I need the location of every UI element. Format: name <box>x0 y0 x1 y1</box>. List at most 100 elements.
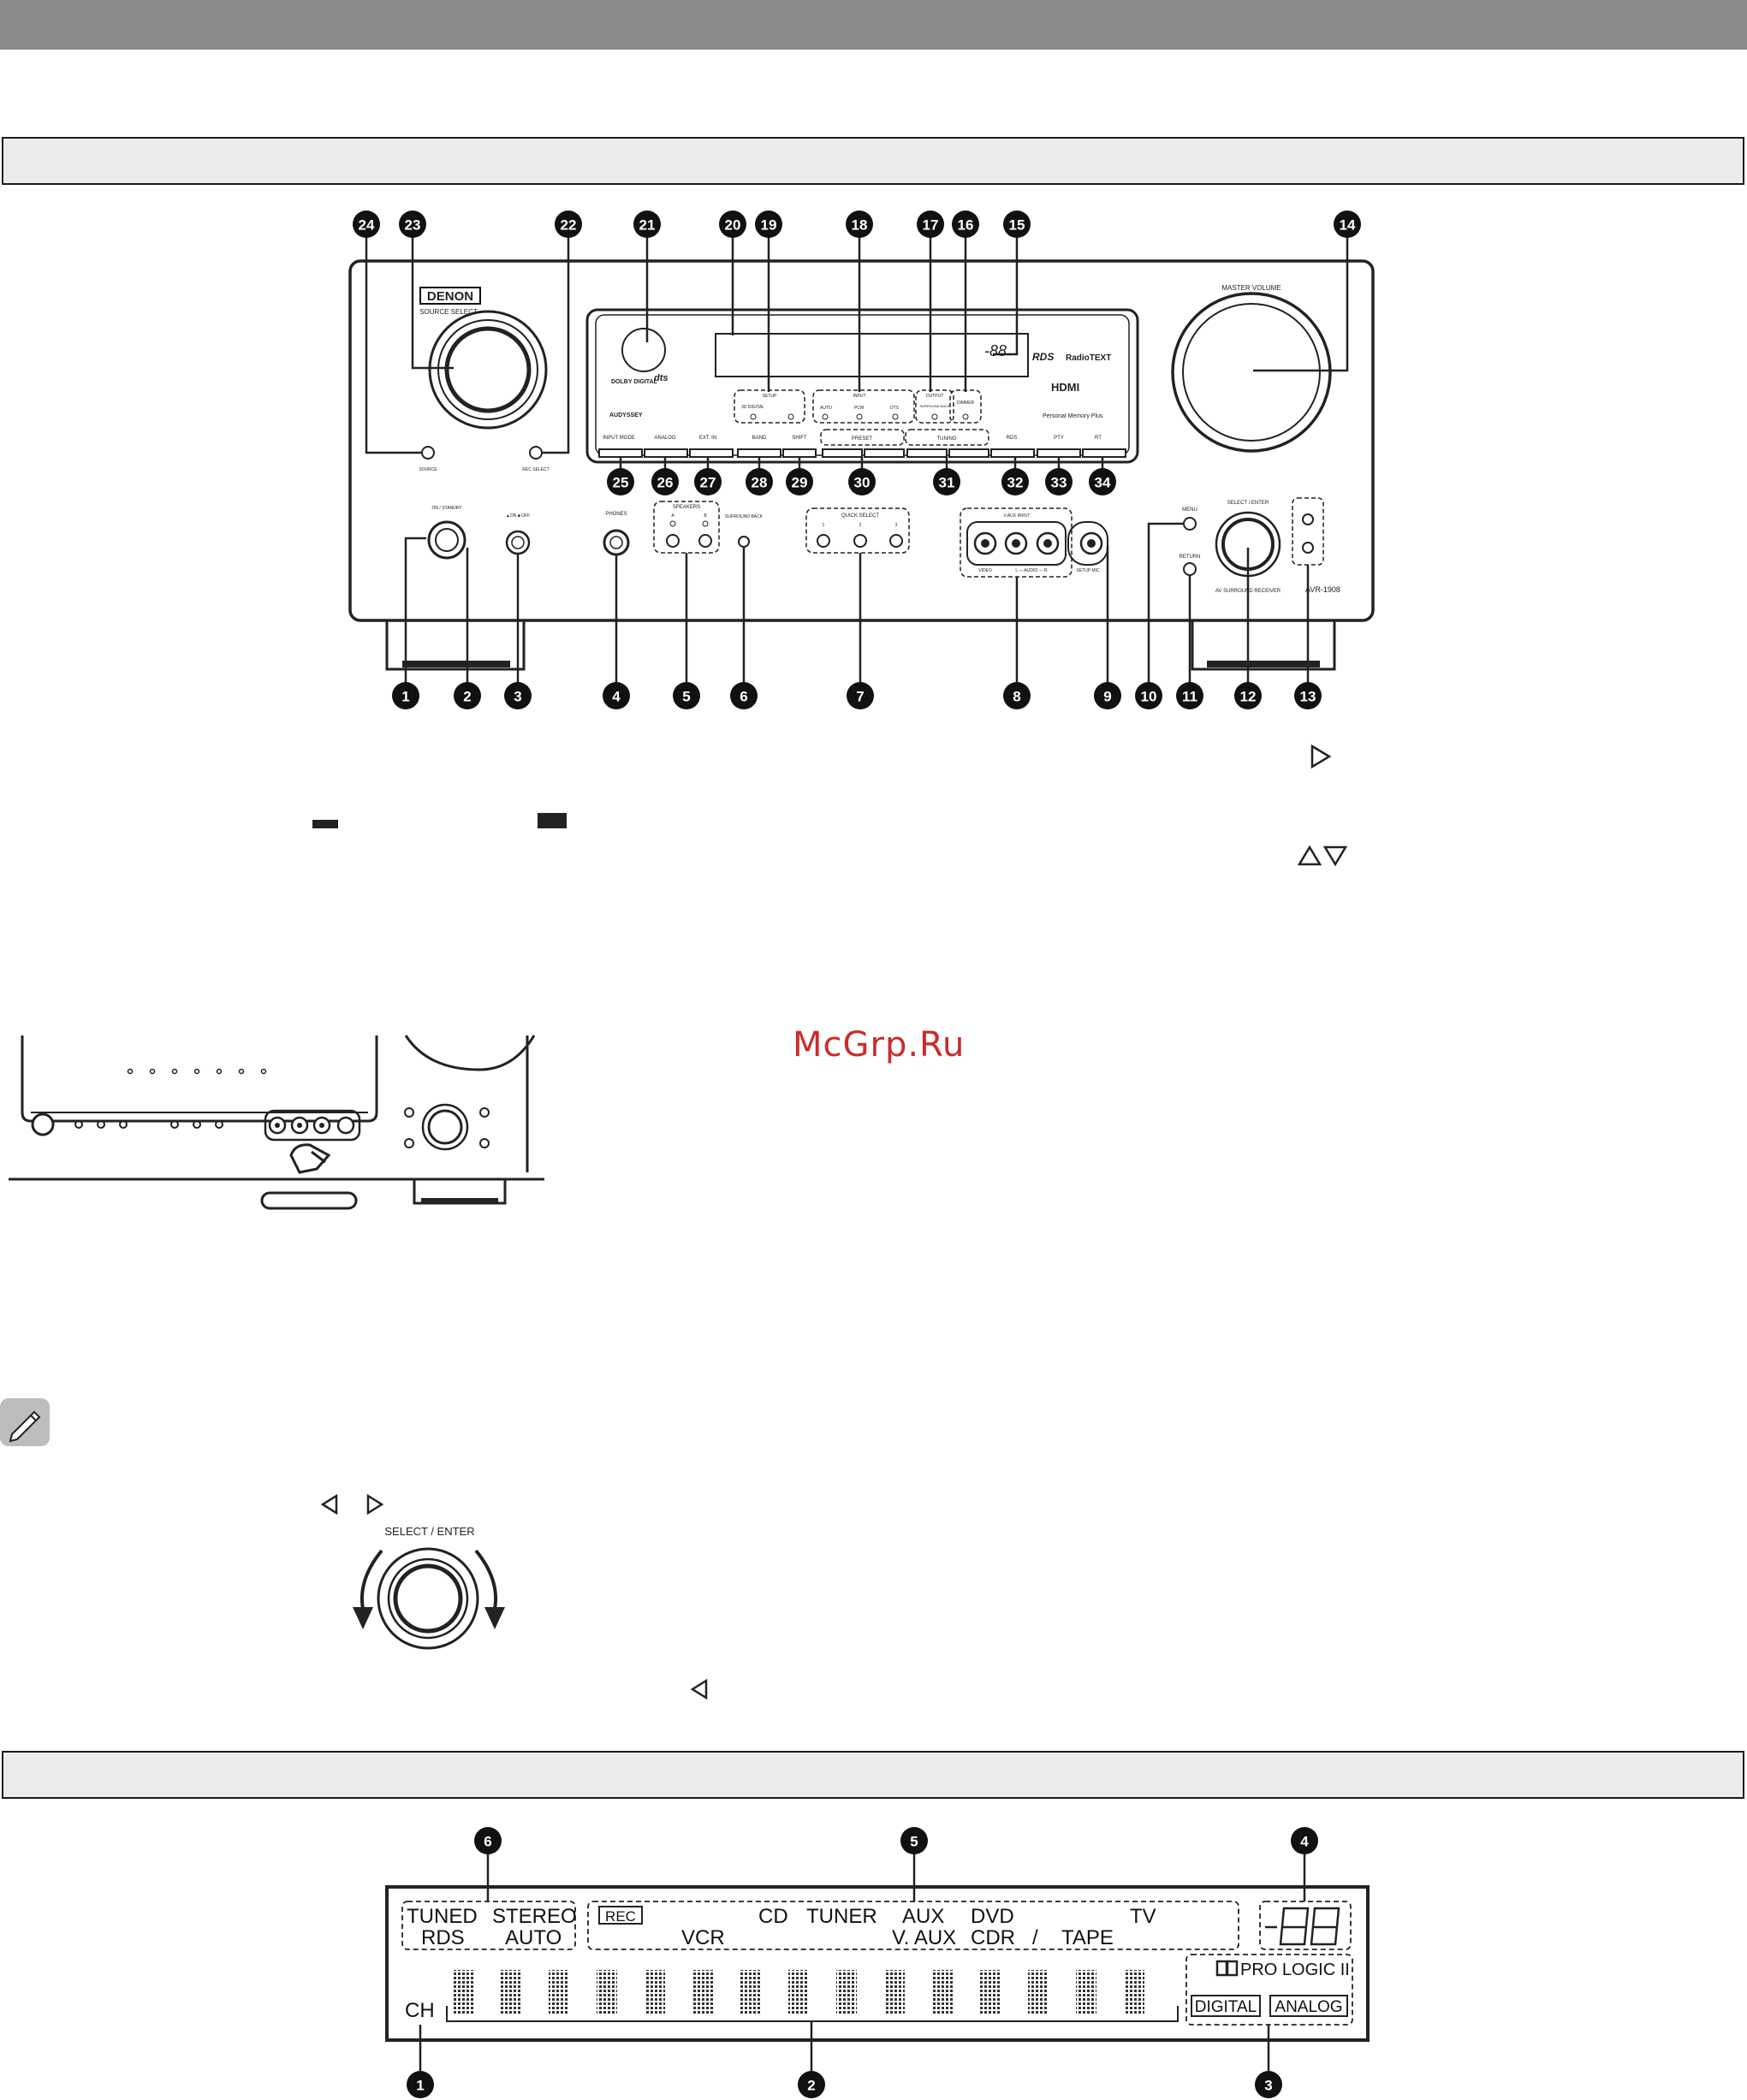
input-mode-button[interactable] <box>598 448 643 458</box>
v-aux-audio-r-jack[interactable] <box>1043 539 1052 548</box>
ext-in-button[interactable] <box>689 448 734 458</box>
quick-select-1-label: 1 <box>823 523 825 528</box>
callout-26: 26 <box>657 475 674 491</box>
watermark: McGrp.Ru <box>793 1025 966 1065</box>
select-enter-diagram-label: SELECT / ENTER <box>384 1525 474 1538</box>
input-group-label: INPUT <box>853 394 866 399</box>
audyssey-logo: AUDYSSEY <box>609 412 643 418</box>
rec-select-button[interactable] <box>529 446 543 460</box>
tuning-up-button[interactable] <box>948 448 989 458</box>
callout-2: 2 <box>463 689 471 705</box>
callout-18: 18 <box>852 217 868 234</box>
phones-jack[interactable] <box>609 536 623 549</box>
analog-button[interactable] <box>644 448 688 458</box>
tuning-down-button[interactable] <box>906 448 948 458</box>
callout-14: 14 <box>1340 217 1356 234</box>
callout-31: 31 <box>939 475 955 491</box>
dolby-logo: DOLBY DIGITAL <box>611 379 658 385</box>
band-button[interactable] <box>737 448 781 458</box>
model-label: AVR-1908 <box>1305 585 1340 594</box>
volume-digits <box>1265 1907 1340 1946</box>
rds-button-label: RDS <box>1007 436 1018 441</box>
source-label: SOURCE <box>419 467 437 472</box>
rds-logo: RDS <box>1032 351 1054 363</box>
v-aux-input-label: V.AUX INPUT <box>1004 513 1031 519</box>
aux-indicator: AUX <box>902 1905 944 1928</box>
callout-3: 3 <box>514 689 521 705</box>
callout-24: 24 <box>359 217 375 234</box>
rec-select-label: REC SELECT <box>522 467 549 472</box>
callouts-row: 25 26 27 28 29 30 31 32 33 34 <box>607 468 1116 495</box>
cursor-up-button[interactable] <box>1302 513 1314 525</box>
quick-select-label: QUICK SELECT <box>841 513 879 519</box>
brand-logo: DENON <box>427 289 473 304</box>
callout-33: 33 <box>1051 475 1067 491</box>
digital-indicator: DIGITAL <box>1195 1998 1257 2016</box>
callout-27: 27 <box>700 475 716 491</box>
shift-button[interactable] <box>782 448 817 458</box>
cursor-left-symbol <box>320 1493 338 1516</box>
digital-3d-label: 3D DIGITAL <box>741 405 764 410</box>
dolby-double-d-icon <box>1215 1960 1239 1977</box>
quick-select-2-button[interactable] <box>853 534 867 548</box>
preset-up-button[interactable] <box>864 448 905 458</box>
rds-button[interactable] <box>990 448 1035 458</box>
fl-display <box>715 333 1029 377</box>
v-aux-video-jack[interactable] <box>981 539 989 548</box>
callout-32: 32 <box>1007 475 1024 491</box>
surround-back-label: SURROUND BACK <box>725 514 764 519</box>
slash-indicator: / <box>1032 1926 1038 1949</box>
pty-label: PTY <box>1054 436 1064 441</box>
rt-label: RT <box>1095 436 1102 441</box>
surround-back-button[interactable] <box>738 536 750 548</box>
analog-label: ANALOG <box>654 436 675 441</box>
radio-text-logo: RadioTEXT <box>1066 353 1111 363</box>
callout-16: 16 <box>958 217 974 234</box>
callout-7: 7 <box>856 689 864 705</box>
quick-select-3-button[interactable] <box>889 534 903 548</box>
callout-34: 34 <box>1095 475 1111 491</box>
power-switch-label: ▲ON ■ OFF <box>506 513 530 519</box>
master-volume-label: MASTER VOLUME <box>1221 284 1281 292</box>
cursor-down-button[interactable] <box>1302 542 1314 554</box>
band-label: BAND <box>752 436 767 441</box>
speakers-a-button[interactable] <box>666 534 680 548</box>
pcm-indicator-label: PCM <box>854 406 864 411</box>
setup-mic-jack[interactable] <box>1087 539 1096 548</box>
menu-button[interactable] <box>1183 517 1197 531</box>
callout-6: 6 <box>740 689 747 705</box>
button-pressed-symbol <box>538 813 567 828</box>
callout-11: 11 <box>1182 689 1197 705</box>
rec-indicator: REC <box>605 1908 636 1925</box>
phones-label: PHONES <box>605 512 627 517</box>
select-enter-diagram: SELECT / ENTER <box>353 1525 505 1650</box>
pty-button[interactable] <box>1037 448 1081 458</box>
rt-button[interactable] <box>1082 448 1126 458</box>
power-switch[interactable] <box>511 536 525 549</box>
select-enter-label: SELECT / ENTER <box>1227 501 1269 506</box>
speakers-b-button[interactable] <box>698 534 712 548</box>
setup-group-label: SETUP <box>763 394 777 399</box>
callout-10: 10 <box>1141 689 1157 705</box>
source-select-knob[interactable] <box>444 326 532 413</box>
tuning-label: TUNING <box>937 436 957 442</box>
display-callout-2: 2 <box>807 2078 815 2094</box>
return-label: RETURN <box>1180 555 1201 560</box>
callout-17: 17 <box>923 217 939 234</box>
front-panel-illustration: DENON SOURCE SELECT MASTER VOLUME -88 RD… <box>348 211 1375 709</box>
v-aux-audio-l-jack[interactable] <box>1012 539 1020 548</box>
speakers-label: SPEAKERS <box>673 505 700 510</box>
ext-in-label: EXT. IN <box>699 436 716 441</box>
master-volume-knob[interactable] <box>1182 303 1321 442</box>
callout-22: 22 <box>561 217 577 234</box>
dimmer-label: DIMMER <box>957 400 975 406</box>
auto-indicator-label: AUTO <box>820 406 832 411</box>
quick-select-1-button[interactable] <box>817 534 830 548</box>
source-button[interactable] <box>421 446 435 460</box>
audio-lr-label: L — AUDIO — R <box>1015 568 1048 573</box>
dts-indicator-label: DTS <box>890 406 900 411</box>
callout-8: 8 <box>1013 689 1020 705</box>
on-standby-button[interactable] <box>435 528 459 552</box>
return-button[interactable] <box>1183 562 1197 576</box>
preset-down-button[interactable] <box>822 448 863 458</box>
